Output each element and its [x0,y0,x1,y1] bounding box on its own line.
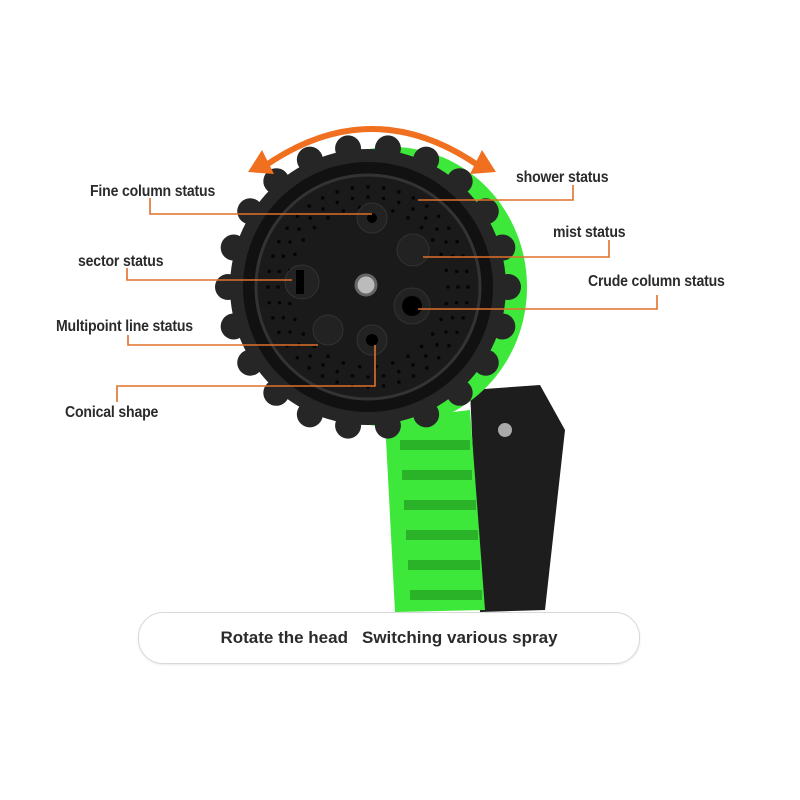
green-grip [385,410,485,612]
caption-switching: Switching various spray [361,628,558,647]
label-mist: mist status [553,224,626,241]
nozzle-head [215,135,521,439]
caption-rotate: Rotate the head [220,628,348,647]
trigger-pivot [498,423,512,437]
caption-pill: Rotate the head Switching various spray [138,612,640,664]
trigger-handle [470,385,565,612]
leader-lines [116,185,658,402]
center-screw [354,273,378,297]
label-conical: Conical shape [65,404,159,421]
label-fine-column: Fine column status [90,183,216,200]
label-multipoint-line: Multipoint line status [56,318,193,335]
nozzle-multipoint [312,314,344,346]
rotation-arrow-icon [260,126,484,171]
nozzle-mist [396,233,430,267]
label-sector: sector status [78,253,164,270]
label-shower: shower status [516,169,609,186]
label-crude-column: Crude column status [588,273,725,290]
